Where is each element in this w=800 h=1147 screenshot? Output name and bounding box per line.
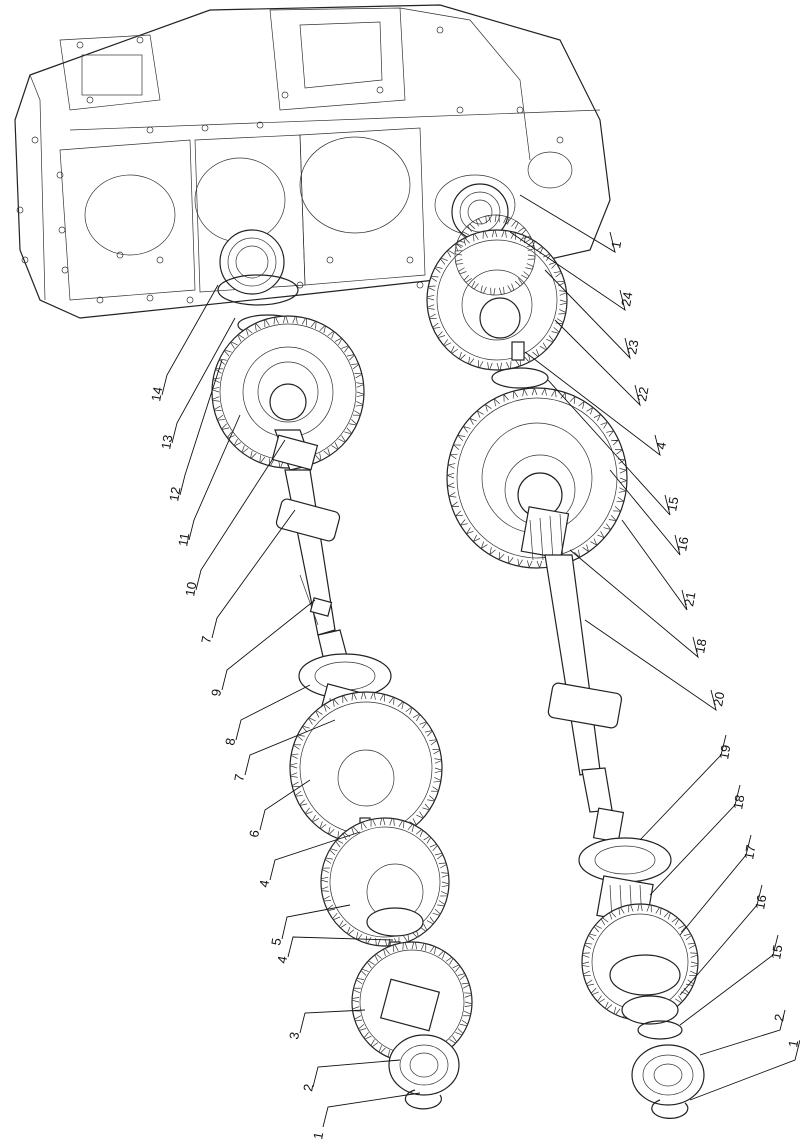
callout-16-upper: 16 [674,536,691,553]
callout-4-upper-key: 4 [256,879,272,889]
callout-21: 21 [681,591,698,608]
ball-bearing-right [631,1044,705,1106]
callout-labels: 1 2 3 4 5 4 6 7 8 9 7 10 11 12 13 14 1 2… [148,240,800,1141]
callout-24: 24 [618,291,635,308]
callout-19: 19 [716,744,733,761]
callout-12: 12 [166,486,183,503]
gear-17 [581,903,699,1021]
callout-23: 23 [624,339,641,356]
callout-2-left-bearing: 2 [300,1083,316,1093]
callout-7-upper: 7 [198,635,214,645]
callout-18-lower: 18 [730,794,747,811]
circlip [637,1020,683,1040]
callout-6: 6 [246,829,262,839]
callout-15-upper: 15 [664,496,681,513]
callout-1-left-circlip: 1 [310,1131,326,1141]
gear-teeth [454,214,536,296]
right-main-shaft [520,506,625,843]
synchronizer-hub-right [578,837,672,883]
callout-13: 13 [158,434,175,451]
gearbox-housing [14,4,611,319]
large-gear-right [446,387,628,569]
large-gear-left [211,315,365,469]
callout-1-right-circlip: 1 [785,1039,800,1049]
callout-7-lower: 7 [231,773,247,783]
callout-3: 3 [286,1031,302,1041]
gear-3 [351,941,473,1063]
callout-18-upper: 18 [692,638,709,655]
callout-10: 10 [182,581,199,598]
callout-5: 5 [268,937,284,947]
ball-bearing-left [388,1034,460,1096]
callout-17: 17 [741,844,758,861]
callout-4-lower-key: 4 [274,955,290,965]
key [511,341,525,361]
callout-9: 9 [208,688,224,698]
left-shaft-assembly [211,274,473,1110]
gear-22 [426,229,568,371]
circlip [491,367,549,389]
callout-15-lower: 15 [768,944,785,961]
callout-22: 22 [634,386,651,403]
callout-8: 8 [222,737,238,747]
callout-14: 14 [148,386,165,403]
gear-5 [320,817,450,947]
callout-leaders [161,194,800,1128]
callout-2-right-bearing: 2 [771,1013,787,1023]
callout-11: 11 [175,532,192,548]
callout-16-lower: 16 [752,894,769,911]
callout-4-right-key: 4 [653,441,669,451]
callout-1-housing: 1 [608,240,624,250]
right-shaft-assembly [426,214,705,1119]
thrust-washer [621,995,679,1025]
callout-20: 20 [710,691,727,708]
circlip [651,1099,689,1119]
left-main-shaft [271,429,349,666]
circlip [217,274,299,306]
